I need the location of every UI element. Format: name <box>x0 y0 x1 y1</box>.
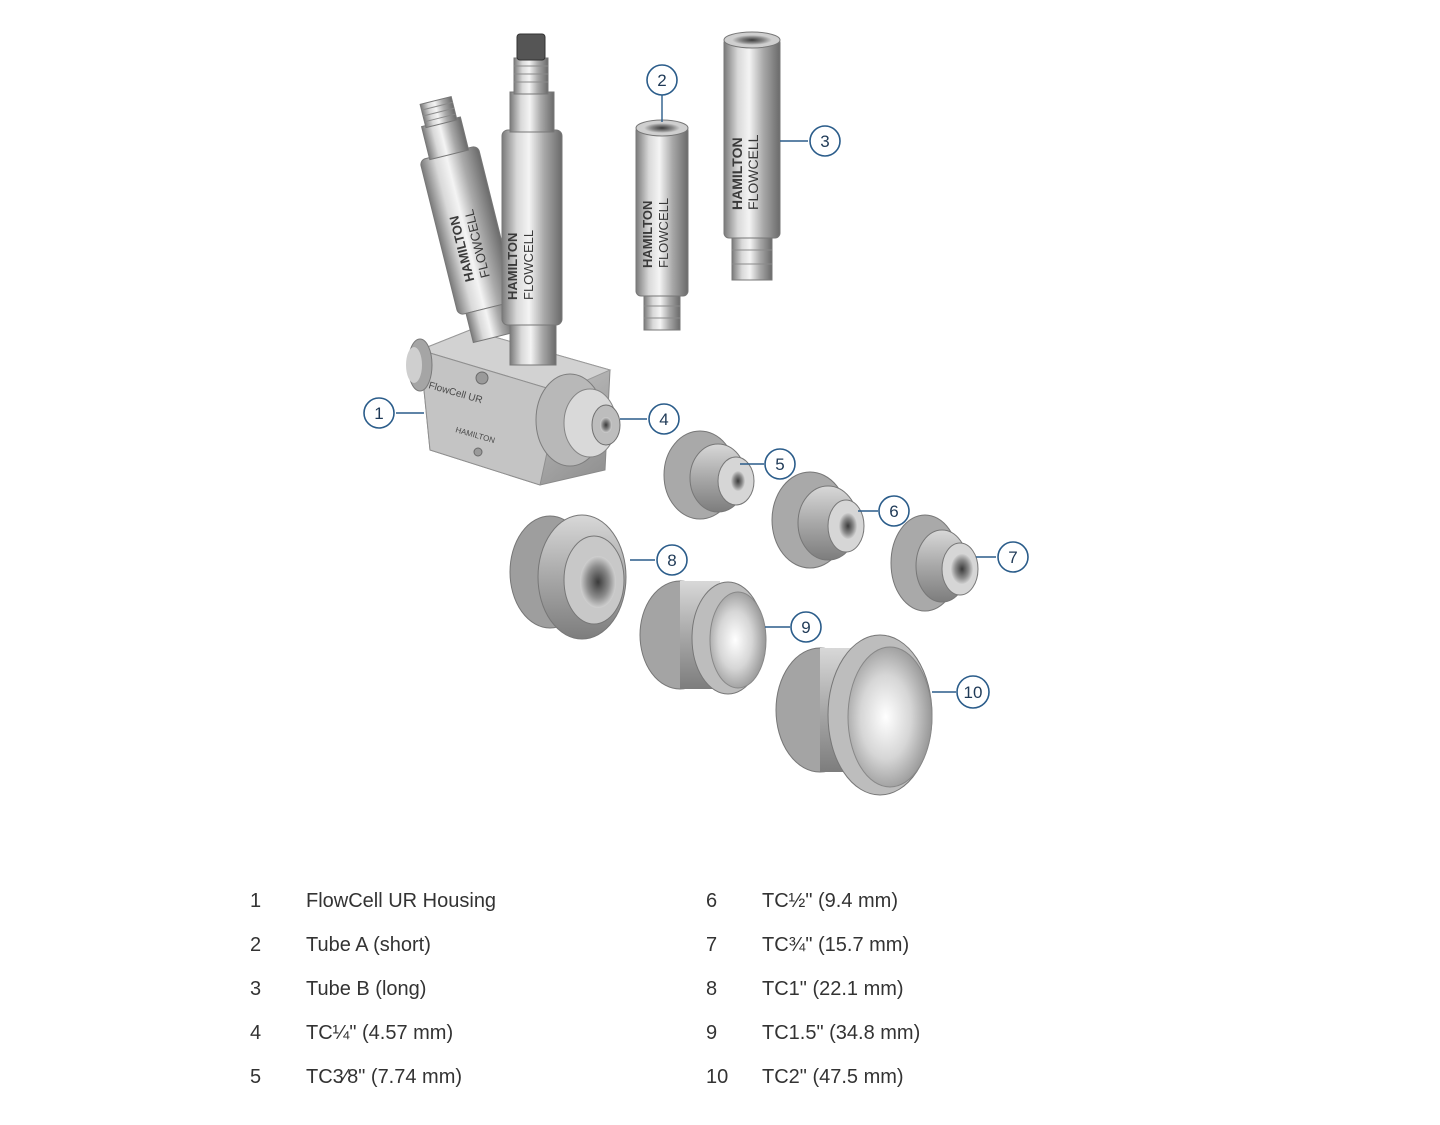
legend-number: 7 <box>706 934 717 957</box>
tube-b-product: FLOWCELL <box>745 134 761 210</box>
adapter-tc-1-5 <box>640 581 766 694</box>
adapter-tc-1 <box>510 515 626 639</box>
legend-item: 6 TC½" (9.4 mm) <box>706 880 1166 924</box>
upright-sensor-product: FLOWCELL <box>521 230 536 300</box>
svg-text:8: 8 <box>667 551 676 570</box>
tube-b-long: HAMILTON FLOWCELL <box>724 32 780 280</box>
legend-number: 6 <box>706 890 717 913</box>
callout-6: 6 <box>879 496 909 526</box>
legend-number: 4 <box>250 1022 261 1045</box>
legend-label: TC2" (47.5 mm) <box>762 1066 904 1089</box>
legend-column-right: 6 TC½" (9.4 mm) 7 TC¾" (15.7 mm) 8 TC1" … <box>706 880 1166 1100</box>
legend-label: Tube A (short) <box>306 934 431 957</box>
svg-text:7: 7 <box>1008 548 1017 567</box>
legend-item: 10 TC2" (47.5 mm) <box>706 1056 1166 1100</box>
adapter-tc-3-8 <box>664 431 754 519</box>
svg-text:9: 9 <box>801 618 810 637</box>
callout-4: 4 <box>649 404 679 434</box>
legend-label: Tube B (long) <box>306 978 426 1001</box>
parts-legend: 1 FlowCell UR Housing 2 Tube A (short) 3… <box>250 880 1190 1110</box>
legend-item: 5 TC3⁄8" (7.74 mm) <box>250 1056 710 1100</box>
legend-number: 2 <box>250 934 261 957</box>
legend-item: 1 FlowCell UR Housing <box>250 880 710 924</box>
upright-sensor: HAMILTON FLOWCELL <box>502 34 562 365</box>
legend-item: 4 TC¼" (4.57 mm) <box>250 1012 710 1056</box>
svg-text:3: 3 <box>820 132 829 151</box>
adapter-tc-3-4 <box>891 515 978 611</box>
legend-label: TC½" (9.4 mm) <box>762 890 898 913</box>
tube-a-brand: HAMILTON <box>640 201 655 268</box>
legend-item: 9 TC1.5" (34.8 mm) <box>706 1012 1166 1056</box>
exploded-parts-diagram: FlowCell UR HAMILTON HAMILTON FLOWCELL H… <box>0 0 1440 840</box>
legend-number: 8 <box>706 978 717 1001</box>
svg-text:1: 1 <box>374 404 383 423</box>
legend-number: 1 <box>250 890 261 913</box>
legend-label: TC1.5" (34.8 mm) <box>762 1022 920 1045</box>
adapter-tc-1-2 <box>772 472 864 568</box>
callout-7: 7 <box>998 542 1028 572</box>
callout-10: 10 <box>957 676 989 708</box>
legend-item: 2 Tube A (short) <box>250 924 710 968</box>
svg-text:5: 5 <box>775 455 784 474</box>
legend-label: FlowCell UR Housing <box>306 890 496 913</box>
legend-label: TC3⁄8" (7.74 mm) <box>306 1066 462 1089</box>
svg-text:10: 10 <box>964 683 983 702</box>
legend-label: TC1" (22.1 mm) <box>762 978 904 1001</box>
tube-b-brand: HAMILTON <box>729 137 745 210</box>
legend-label: TC¾" (15.7 mm) <box>762 934 909 957</box>
svg-text:4: 4 <box>659 410 668 429</box>
legend-item: 7 TC¾" (15.7 mm) <box>706 924 1166 968</box>
callout-2: 2 <box>647 65 677 95</box>
legend-column-left: 1 FlowCell UR Housing 2 Tube A (short) 3… <box>250 880 710 1100</box>
callout-3: 3 <box>810 126 840 156</box>
legend-number: 5 <box>250 1066 261 1089</box>
legend-number: 3 <box>250 978 261 1001</box>
svg-text:2: 2 <box>657 71 666 90</box>
legend-number: 10 <box>706 1066 728 1089</box>
callout-1: 1 <box>364 398 394 428</box>
callout-9: 9 <box>791 612 821 642</box>
callout-8: 8 <box>657 545 687 575</box>
adapter-tc-2 <box>776 635 932 795</box>
legend-label: TC¼" (4.57 mm) <box>306 1022 453 1045</box>
callout-5: 5 <box>765 449 795 479</box>
legend-item: 3 Tube B (long) <box>250 968 710 1012</box>
legend-item: 8 TC1" (22.1 mm) <box>706 968 1166 1012</box>
upright-sensor-brand: HAMILTON <box>505 233 520 300</box>
tube-a-short: HAMILTON FLOWCELL <box>636 120 688 330</box>
tube-a-product: FLOWCELL <box>656 198 671 268</box>
svg-text:6: 6 <box>889 502 898 521</box>
legend-number: 9 <box>706 1022 717 1045</box>
